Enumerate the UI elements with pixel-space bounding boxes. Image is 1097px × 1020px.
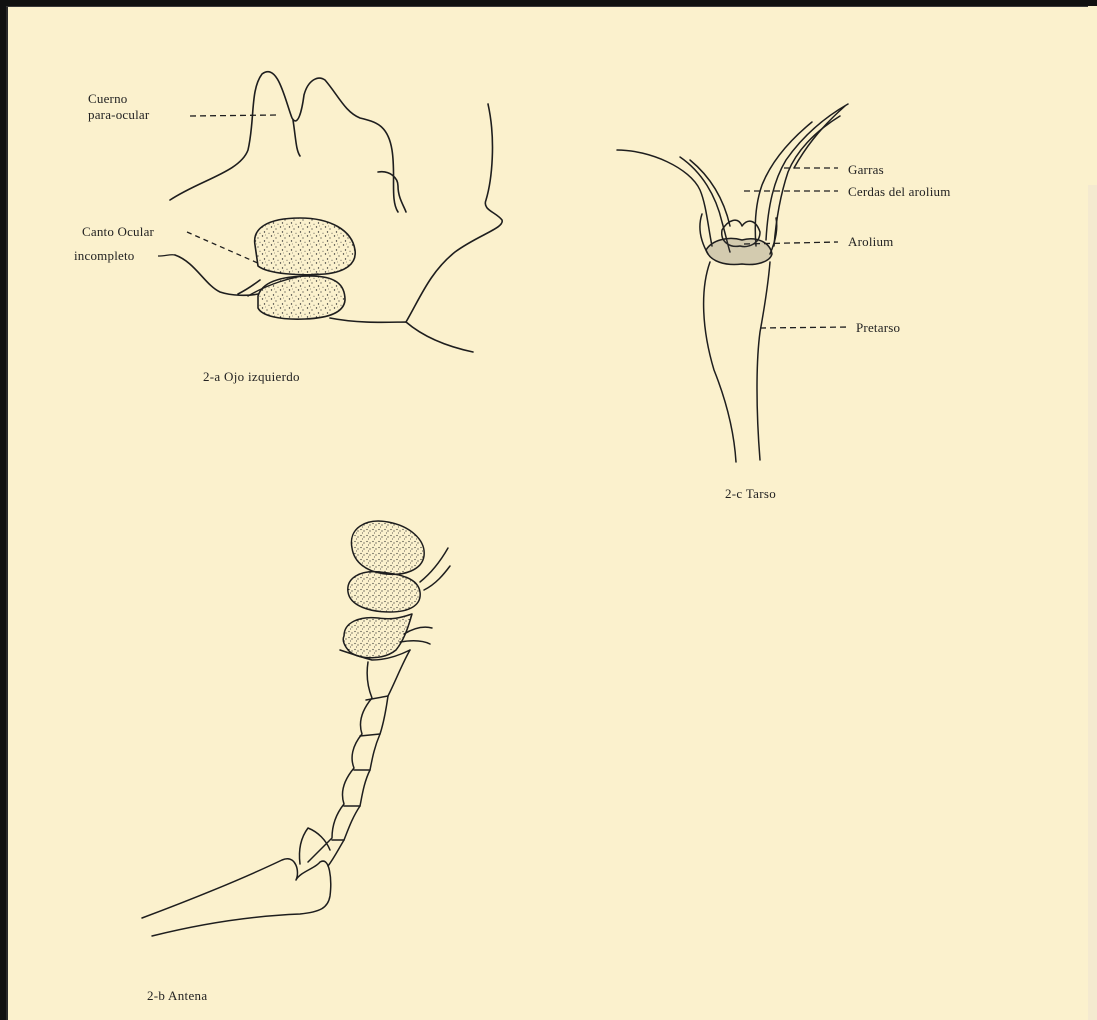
head-outline xyxy=(170,72,398,212)
pretarsus-left-edge xyxy=(704,262,736,462)
antenna-drawing xyxy=(142,521,450,936)
caption-tarsus: 2-c Tarso xyxy=(725,486,776,501)
jaw-line xyxy=(330,318,473,352)
label-canto-line1: Canto Ocular xyxy=(82,224,154,239)
antenna-club-segment-2 xyxy=(348,572,420,612)
label-garras: Garras xyxy=(848,162,884,177)
antenna-club-segment-1 xyxy=(351,521,424,574)
head-hook xyxy=(378,172,406,212)
label-arolium: Arolium xyxy=(848,234,893,249)
pretarsus-right-edge xyxy=(757,262,770,460)
tarsus-drawing xyxy=(617,104,848,462)
pretarsus-cap xyxy=(706,238,772,264)
antenna-funicle xyxy=(308,662,372,862)
antenna-funicle-right xyxy=(328,650,410,866)
antenna-pedicel xyxy=(299,828,330,864)
head-inner-curve xyxy=(293,120,300,156)
antenna-funicle-joints xyxy=(332,696,388,840)
caption-antenna: 2-b Antena xyxy=(147,988,207,1003)
face-curve xyxy=(406,104,502,322)
antenna-club-segment-3 xyxy=(343,614,412,658)
label-pretarso: Pretarso xyxy=(856,320,900,335)
label-cuerno-line1: Cuerno xyxy=(88,91,127,106)
eye-lower-lobe xyxy=(258,276,345,319)
eye-drawing xyxy=(170,72,502,352)
antenna-scape xyxy=(142,859,331,936)
label-cuerno-line2: para-ocular xyxy=(88,107,149,122)
label-cerdas: Cerdas del arolium xyxy=(848,184,951,199)
caption-eye: 2-a Ojo izquierdo xyxy=(203,369,300,384)
claw-right-outer xyxy=(766,104,848,240)
claw-right-tip xyxy=(794,106,845,168)
label-canto-line2: incompleto xyxy=(74,248,135,263)
claw-left-outer xyxy=(617,150,712,246)
eye-upper-lobe xyxy=(255,218,356,275)
